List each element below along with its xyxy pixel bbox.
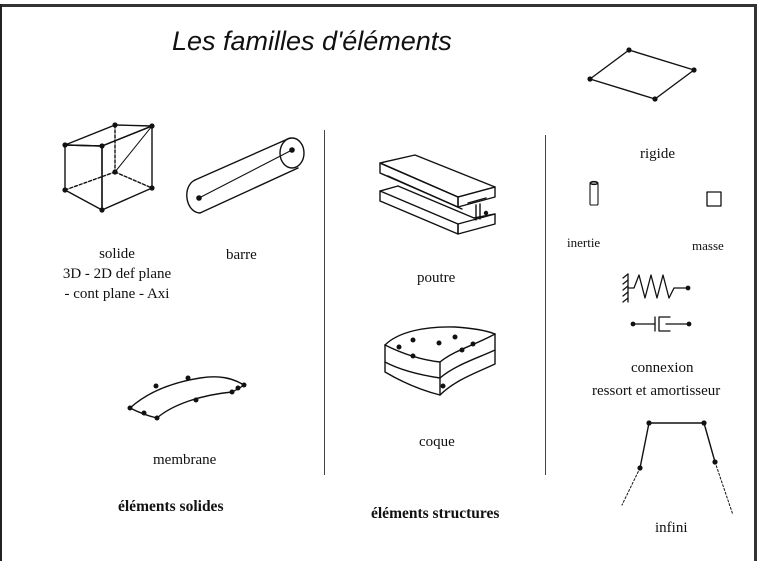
bar-label: barre [226,247,257,263]
structure-elements-heading: éléments structures [371,505,500,522]
damper-icon [630,316,692,332]
inertia-icon [589,180,599,206]
frame-right-border [754,4,757,561]
mass-icon [706,191,722,207]
spring-icon [622,273,691,303]
frame-top-border [0,4,755,7]
beam-icon [379,154,496,235]
solid-label-line1: solide [99,246,135,262]
infinite-element-icon [621,420,734,516]
membrane-label: membrane [153,452,217,468]
solid-elements-heading: éléments solides [118,498,224,515]
solid-cube-icon [62,122,155,213]
infinite-label: infini [655,520,688,536]
shell-label: coque [419,434,455,450]
membrane-icon [127,375,247,421]
rigid-plate-icon [587,47,697,102]
column-divider-left [324,130,325,475]
shell-icon [384,326,496,396]
page-title: Les familles d'éléments [172,26,452,56]
solid-label-line2: 3D - 2D def plane [62,266,172,282]
solid-label: solide 3D - 2D def plane - cont plane - … [52,244,182,304]
column-divider-right [545,135,546,475]
connection-label-line2: ressort et amortisseur [592,383,721,399]
frame-left-border [0,4,2,561]
beam-label: poutre [417,270,456,286]
solid-label-line3: - cont plane - Axi [64,286,170,302]
inertia-label: inertie [567,235,601,250]
connection-label-line1: connexion [631,360,694,376]
rigid-label: rigide [640,146,675,162]
mass-label: masse [692,238,724,253]
bar-cylinder-icon [186,137,305,214]
